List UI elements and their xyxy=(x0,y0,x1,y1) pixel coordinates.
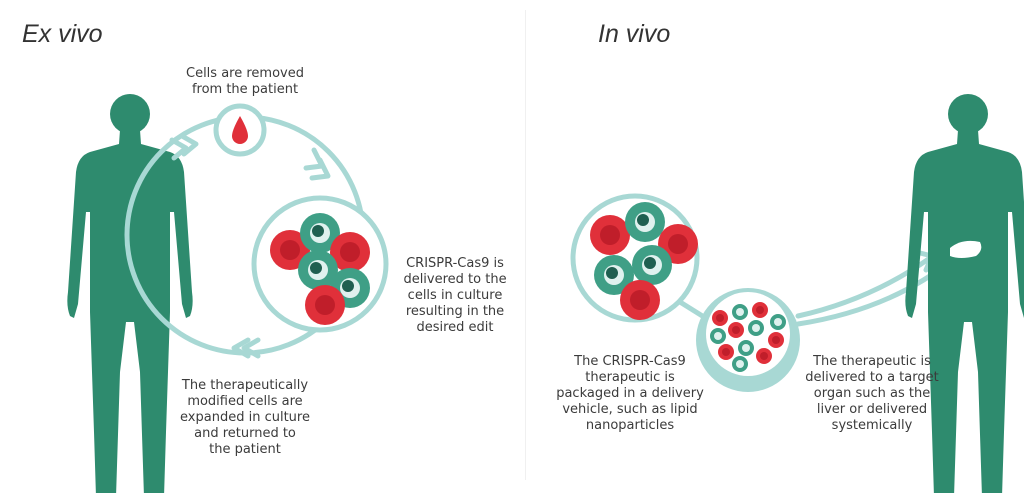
caption-crispr-delivered: CRISPR-Cas9 is delivered to the cells in… xyxy=(403,256,507,335)
arrow-return-icon-2 xyxy=(241,337,261,359)
caption-crispr-packaged: The CRISPR-Cas9 therapeutic is packaged … xyxy=(556,354,704,433)
arrow-to-blood-icon xyxy=(169,137,189,161)
arrow-return-icon xyxy=(231,337,251,359)
caption-target-organ: The therapeutic is delivered to a target… xyxy=(805,354,939,433)
caption-cells-removed: Cells are removed from the patient xyxy=(186,66,304,97)
arrow-to-culture-icon-2 xyxy=(309,157,331,181)
in-vivo-cell-closeup xyxy=(570,193,700,323)
ex-vivo-title: Ex vivo xyxy=(22,20,103,48)
in-vivo-title: In vivo xyxy=(598,20,671,48)
delivery-vehicle xyxy=(696,288,800,392)
ex-vivo-cell-culture xyxy=(251,195,389,333)
ex-vivo-arrows xyxy=(169,133,331,359)
arrow-to-blood-icon-2 xyxy=(179,133,199,157)
blood-drop-icon xyxy=(232,116,248,144)
caption-cells-returned: The therapeutically modified cells are e… xyxy=(180,378,310,457)
panel-divider xyxy=(525,10,526,480)
liver-icon xyxy=(950,240,982,258)
